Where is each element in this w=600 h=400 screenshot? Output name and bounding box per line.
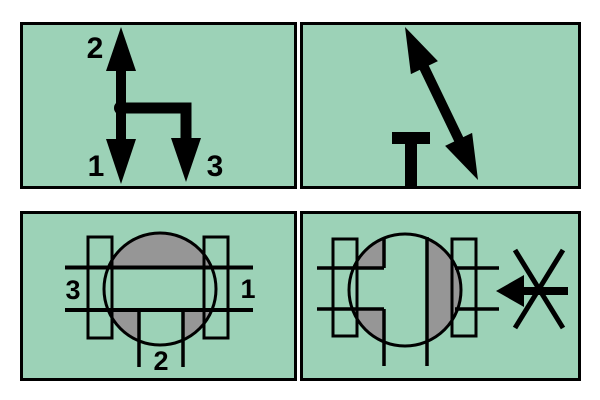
panel-valve-open: 3 1 2	[20, 211, 297, 381]
t-handle-bar	[392, 132, 430, 144]
t-handle-stem	[405, 144, 417, 188]
branch-horizontal-bar	[121, 102, 187, 114]
ball-valve-cross-section-icon	[347, 232, 463, 348]
down-arrow-shaft-left	[116, 108, 126, 140]
ball-valve-cross-section-icon	[102, 231, 218, 347]
three-way-flow-arrows	[106, 27, 201, 184]
port-label-1: 1	[240, 274, 255, 304]
port-label-2: 2	[153, 346, 168, 376]
double-headed-diagonal-arrow-icon	[405, 27, 478, 180]
panel-handle-rotation	[300, 22, 581, 189]
panel-valve-closed	[300, 211, 581, 381]
down-arrow-icon-left	[106, 139, 136, 184]
crossed-out-arrow-icon	[496, 248, 568, 330]
branch-vertical-bar	[180, 102, 192, 139]
down-arrow-icon-right	[171, 138, 201, 182]
port-label-1: 1	[88, 150, 105, 183]
flange-left	[331, 237, 359, 338]
rotation-arrowhead-upper	[405, 27, 438, 75]
t-handle-icon	[392, 132, 430, 188]
flange-right	[450, 237, 478, 338]
rotation-arrow-shaft	[417, 60, 466, 147]
up-arrow-icon	[106, 27, 136, 71]
up-arrow-shaft	[116, 67, 126, 109]
cross-stroke-2	[512, 248, 566, 330]
rotation-arrowhead-lower	[445, 132, 478, 180]
no-flow-arrowhead	[496, 275, 524, 307]
flange-right	[202, 235, 230, 340]
panel-flow-schematic: 2 1 3	[20, 22, 297, 189]
flange-left	[86, 235, 114, 340]
port-label-2: 2	[87, 32, 104, 65]
port-label-3: 3	[65, 275, 80, 305]
port-label-3: 3	[207, 150, 224, 183]
no-flow-arrow-shaft	[522, 287, 568, 295]
